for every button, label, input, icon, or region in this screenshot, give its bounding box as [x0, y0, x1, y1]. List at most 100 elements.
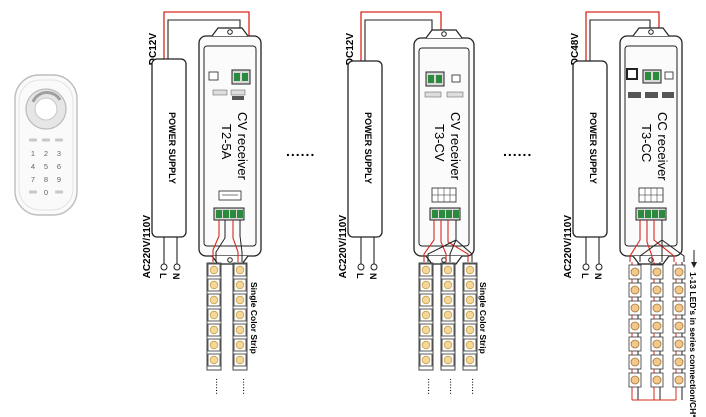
cc-led — [650, 354, 664, 370]
remote-key-8: 8 — [44, 175, 48, 184]
ac-voltage-label: AC220V/110V — [338, 215, 349, 279]
cc-led — [650, 372, 664, 388]
terminal-n-label: N — [593, 273, 603, 280]
dc-voltage-label: DC12V — [345, 33, 356, 66]
led-chip — [207, 293, 221, 307]
remote-key-3: 3 — [57, 149, 61, 158]
strip-continue: ...... — [447, 378, 458, 395]
cc-led — [650, 300, 664, 316]
led-chip — [441, 293, 455, 307]
led-chip — [419, 338, 433, 352]
led-chip — [419, 278, 433, 292]
power-supply — [151, 58, 187, 238]
led-chip — [207, 263, 221, 277]
cc-led — [672, 264, 686, 280]
strip-label: Single Color Strip — [478, 282, 488, 354]
remote-key — [55, 138, 63, 142]
cc-led — [672, 354, 686, 370]
cc-led — [628, 318, 642, 334]
led-chip — [463, 308, 477, 322]
led-chip — [441, 323, 455, 337]
terminal-l-label: L — [580, 273, 590, 279]
group-1: DC12V POWER SUPPLY AC220V/110V L N — [142, 11, 262, 395]
terminal-n-label: N — [171, 273, 181, 280]
strip-continue: ...... — [425, 378, 436, 395]
led-chip — [207, 323, 221, 337]
led-chip — [233, 263, 247, 277]
led-chip — [419, 293, 433, 307]
cc-led — [628, 372, 642, 388]
power-supply-label: POWER SUPPLY — [363, 112, 373, 184]
led-chip — [233, 353, 247, 367]
remote-key-9: 9 — [57, 175, 61, 184]
ellipsis-separator: ...... — [286, 143, 315, 159]
remote-key — [55, 190, 63, 194]
led-strip — [232, 262, 248, 371]
remote-key — [29, 190, 37, 194]
terminal-l-label: L — [158, 273, 168, 279]
power-supply-label: POWER SUPPLY — [167, 112, 177, 184]
strip-label: 1-13 LED's in series connection/CH*3 — [688, 272, 698, 417]
led-strip — [462, 262, 478, 371]
receiver-model: T3-CC — [639, 124, 654, 162]
cc-led — [672, 300, 686, 316]
led-chip — [419, 353, 433, 367]
cc-led — [650, 282, 664, 298]
receiver-device: CV receiver T2-5A — [198, 27, 262, 265]
cc-led — [672, 282, 686, 298]
cc-led — [628, 282, 642, 298]
led-chip — [441, 278, 455, 292]
remote-key-6: 6 — [57, 162, 61, 171]
led-chip — [419, 323, 433, 337]
remote-key-7: 7 — [31, 175, 35, 184]
strip-continue: ...... — [213, 378, 224, 395]
group-3: DC48V POWER SUPPLY AC220V/110V L N — [563, 11, 698, 417]
led-chip — [207, 308, 221, 322]
led-chip — [463, 323, 477, 337]
led-strip — [440, 262, 456, 371]
strip-continue: ...... — [240, 378, 251, 395]
terminal-n-label: N — [368, 273, 378, 280]
led-chip — [233, 293, 247, 307]
led-chip — [463, 353, 477, 367]
receiver-title: CV receiver — [235, 112, 250, 181]
led-chip — [233, 323, 247, 337]
led-chip — [441, 263, 455, 277]
receiver-title: CV receiver — [448, 112, 463, 181]
led-chip — [441, 308, 455, 322]
power-supply — [347, 60, 383, 238]
led-chip — [463, 278, 477, 292]
led-chip — [463, 293, 477, 307]
cc-led — [672, 336, 686, 352]
dc-voltage-label: DC12V — [148, 33, 159, 66]
cc-led — [672, 318, 686, 334]
dc-voltage-label: DC48V — [570, 33, 581, 66]
receiver-device: CV receiver T3-CV — [413, 29, 475, 265]
cc-led — [650, 318, 664, 334]
cc-led — [650, 264, 664, 280]
group-2: DC12V POWER SUPPLY AC220V/110V L N CV re… — [338, 11, 488, 395]
led-chip — [233, 308, 247, 322]
led-strip — [206, 262, 222, 371]
power-supply-label: POWER SUPPLY — [588, 112, 598, 184]
strip-label: Single Color Strip — [249, 282, 259, 354]
remote-key-2: 2 — [44, 149, 48, 158]
ac-voltage-label: AC220V/110V — [142, 215, 153, 279]
led-chip — [419, 263, 433, 277]
remote-key-5: 5 — [44, 162, 48, 171]
led-chip — [233, 278, 247, 292]
remote-key-0: 0 — [44, 188, 48, 197]
led-chip — [207, 278, 221, 292]
led-chip — [463, 263, 477, 277]
led-chip — [419, 308, 433, 322]
ellipsis-separator: ...... — [503, 143, 532, 159]
cc-led — [628, 354, 642, 370]
receiver-title: CC receiver — [655, 112, 670, 181]
remote-key — [29, 138, 37, 142]
power-supply — [572, 60, 608, 238]
receiver-device: CC receiver T3-CC — [619, 27, 683, 265]
receiver-model: T3-CV — [432, 124, 447, 162]
